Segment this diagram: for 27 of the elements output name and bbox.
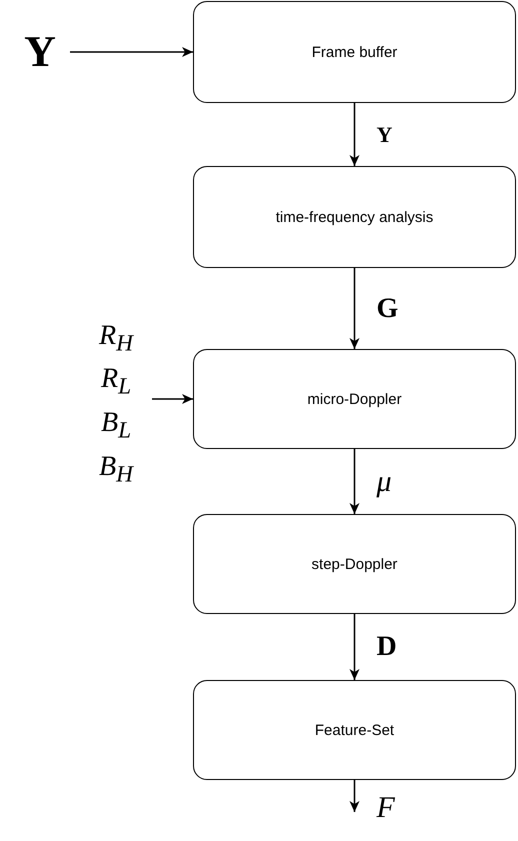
edge-label: F: [376, 793, 395, 823]
arrow: [350, 780, 360, 812]
box-label: Frame buffer: [312, 44, 398, 60]
arrow: [350, 268, 360, 349]
parameter-symbol: R$_{L}$: [100, 362, 132, 402]
parameter-symbol: B$_{L}$: [100, 406, 132, 446]
process-box: [193, 680, 516, 780]
parameter-symbol: B$_{H}$: [99, 450, 133, 490]
edge-label: G: [376, 294, 398, 322]
arrow: [350, 449, 360, 514]
box-label: micro-Doppler: [307, 390, 402, 408]
arrow: [350, 614, 360, 680]
edge-label: μ: [376, 466, 392, 496]
edge-label: D: [376, 633, 397, 661]
arrow: [152, 394, 193, 404]
process-box: [193, 349, 516, 449]
input-symbol: Υ: [24, 30, 56, 74]
process-box: [193, 166, 516, 268]
arrow: [70, 47, 193, 57]
box-label: time-frequency analysis: [276, 208, 434, 226]
process-box: [193, 1, 516, 103]
process-box: [193, 514, 516, 614]
edge-label: Y: [376, 124, 392, 146]
box-label: step-Doppler: [312, 556, 398, 572]
box-label: Feature-Set: [314, 722, 394, 738]
parameter-symbol: R$_{H}$: [99, 318, 133, 358]
arrow: [350, 103, 360, 166]
